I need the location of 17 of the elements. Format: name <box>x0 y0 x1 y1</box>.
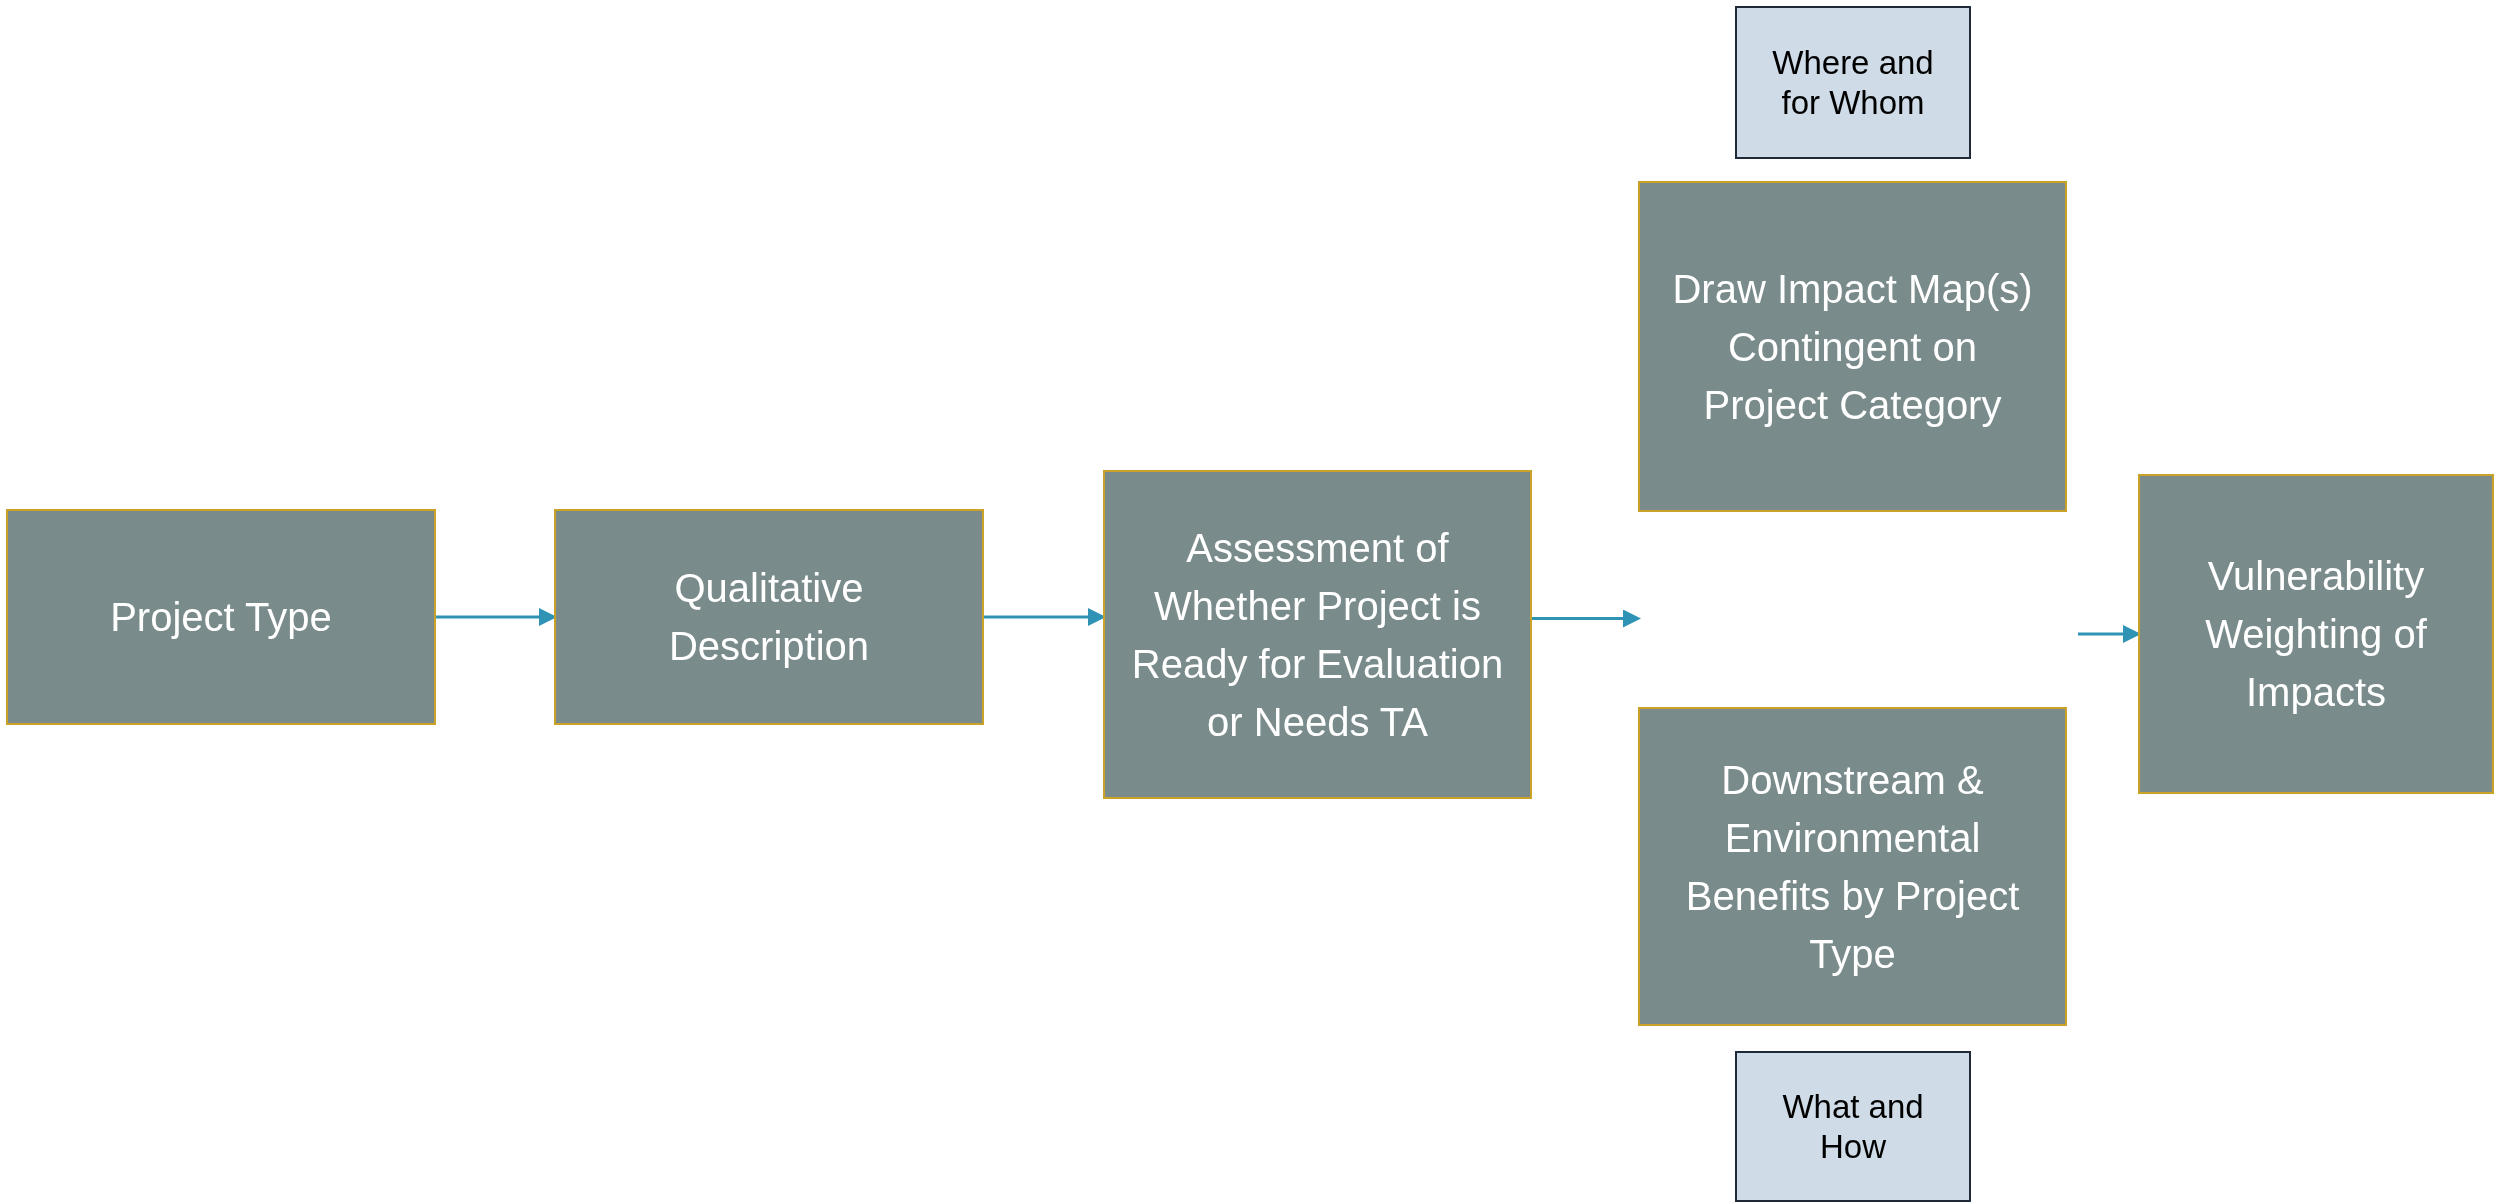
process-box <box>554 509 984 725</box>
arrow <box>1532 609 1641 628</box>
box-label: Project Type <box>110 594 332 641</box>
box-label: Vulnerability Weighting of Impacts <box>2204 553 2428 716</box>
box-label: Assessment of Whether Project is Ready for Evaluation or Needs TA <box>1130 524 1505 746</box>
process-box <box>1103 470 1532 799</box>
box-label: What and How <box>1781 1086 1925 1167</box>
note-box <box>1735 6 1971 159</box>
process-box <box>2138 474 2494 794</box>
box-label: Qualitative Description <box>667 565 871 670</box>
box-label: Draw Impact Map(s) Contingent on Project Category <box>1671 265 2034 429</box>
note-box <box>1735 1051 1971 1202</box>
process-box <box>1638 707 2067 1026</box>
box-label: Downstream & Environmental Benefits by Project Type <box>1684 756 2021 978</box>
process-box <box>1638 181 2067 512</box>
process-box <box>6 509 436 725</box>
box-label: Where and for Whom <box>1771 42 1935 123</box>
